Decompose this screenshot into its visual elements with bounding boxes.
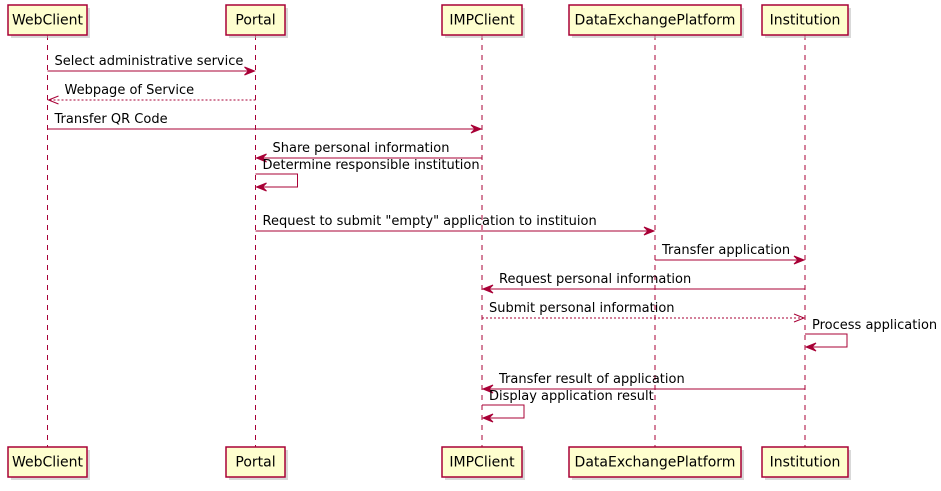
message-label: Display application result <box>489 389 654 404</box>
participant-label: Institution <box>770 13 841 29</box>
participant-label: Institution <box>770 455 841 471</box>
message-label: Request personal information <box>499 272 691 287</box>
participant-box <box>441 4 523 36</box>
participant-label: WebClient <box>12 455 84 471</box>
participant-webclient-top: WebClient <box>7 4 90 38</box>
message-label: Transfer application <box>661 243 790 258</box>
participant-impclient-top: IMPClient <box>441 4 525 38</box>
message-6: Request to submit "empty" application to… <box>255 214 656 236</box>
participant-dataexchange-bottom: DataExchangePlatform <box>568 446 744 480</box>
participant-box <box>441 446 523 478</box>
message-label: Select administrative service <box>55 54 244 69</box>
participant-label: DataExchangePlatform <box>575 455 736 471</box>
participant-dataexchange-top: DataExchangePlatform <box>568 4 744 38</box>
participant-box <box>761 4 849 36</box>
message-label: Determine responsible institution <box>263 158 480 173</box>
message-10: Process application <box>804 318 937 352</box>
arrowhead <box>481 384 494 394</box>
participant-portal-bottom: Portal <box>225 446 288 480</box>
message-label: Submit personal information <box>489 301 675 316</box>
participant-label: IMPClient <box>449 13 515 29</box>
message-12: Display application result <box>481 389 654 423</box>
participant-box <box>7 446 88 478</box>
self-arrow-line <box>805 333 848 348</box>
self-arrow-line <box>482 404 525 419</box>
arrowhead <box>255 153 267 163</box>
participant-box <box>761 446 849 478</box>
participant-box <box>568 4 742 36</box>
participant-label: DataExchangePlatform <box>575 13 736 29</box>
message-label: Process application <box>812 318 937 333</box>
participant-webclient-bottom: WebClient <box>7 446 90 480</box>
message-7: Transfer application <box>655 243 806 265</box>
message-1: Select administrative service <box>47 54 256 76</box>
participant-impclient-bottom: IMPClient <box>441 446 525 480</box>
participant-institution-top: Institution <box>761 4 851 38</box>
participant-institution-bottom: Institution <box>761 446 851 480</box>
arrowhead <box>255 182 267 192</box>
message-label: Transfer QR Code <box>54 112 168 127</box>
arrowhead <box>481 413 494 423</box>
arrowhead <box>481 284 494 294</box>
arrowhead <box>793 255 806 265</box>
message-label: Transfer result of application <box>498 372 685 387</box>
message-5: Determine responsible institution <box>255 158 480 192</box>
message-label: Share personal information <box>273 141 450 156</box>
message-11: Transfer result of application <box>481 372 805 394</box>
message-2: Webpage of Service <box>47 83 256 105</box>
message-3: Transfer QR Code <box>47 112 483 134</box>
participant-label: IMPClient <box>449 455 515 471</box>
participant-box <box>225 4 286 36</box>
participant-label: Portal <box>235 455 275 471</box>
message-label: Request to submit "empty" application to… <box>263 214 597 229</box>
participant-label: WebClient <box>12 13 84 29</box>
arrowhead <box>244 66 256 76</box>
message-8: Request personal information <box>481 272 805 294</box>
arrowhead <box>804 342 817 352</box>
self-arrow-line <box>255 173 298 188</box>
participant-box <box>7 4 88 36</box>
message-label: Webpage of Service <box>65 83 195 98</box>
arrowhead <box>793 313 806 323</box>
participant-box <box>225 446 286 478</box>
message-4: Share personal information <box>255 141 482 163</box>
message-9: Submit personal information <box>482 301 806 323</box>
participant-label: Portal <box>235 13 275 29</box>
arrowhead <box>470 124 483 134</box>
participant-box <box>568 446 742 478</box>
arrowhead <box>47 95 59 105</box>
participant-portal-top: Portal <box>225 4 288 38</box>
arrowhead <box>643 226 656 236</box>
